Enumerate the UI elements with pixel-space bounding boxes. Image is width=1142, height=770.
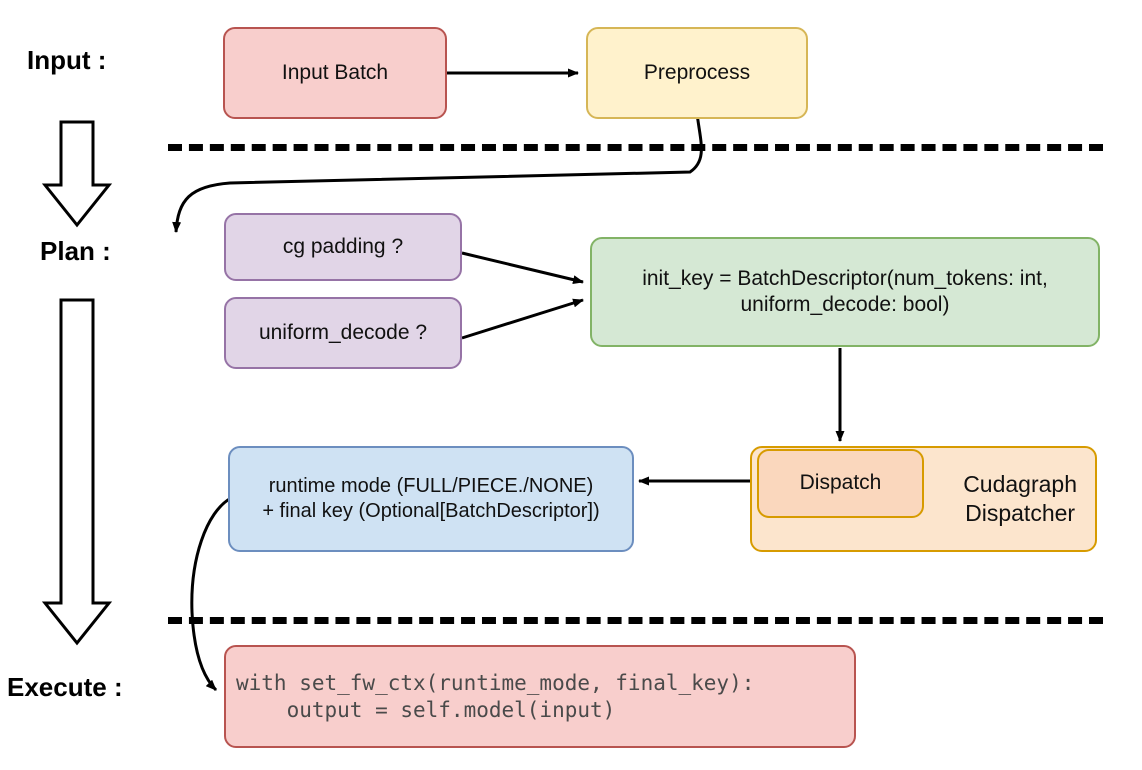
node-runtime-mode[interactable]: runtime mode (FULL/PIECE./NONE) + final …: [228, 446, 634, 552]
node-preprocess[interactable]: Preprocess: [586, 27, 808, 119]
stage-label-input: Input :: [27, 45, 107, 75]
divider-input-plan: [168, 144, 1103, 151]
stage-arrow-plan-to-execute: [41, 298, 113, 646]
node-preprocess-label: Preprocess: [643, 60, 751, 84]
node-cg-padding[interactable]: cg padding ?: [224, 213, 462, 281]
node-cg-padding-label: cg padding ?: [282, 234, 404, 258]
edge-uniform-decode-to-init-key: [461, 298, 584, 340]
node-cudagraph-dispatcher-label: Cudagraph Dispatcher: [963, 471, 1077, 526]
node-uniform-decode[interactable]: uniform_decode ?: [224, 297, 462, 369]
stage-label-plan: Plan :: [40, 236, 111, 266]
divider-plan-execute: [168, 617, 1103, 624]
stage-label-execute: Execute :: [7, 672, 123, 702]
node-init-key-label: init_key = BatchDescriptor(num_tokens: i…: [642, 266, 1048, 316]
edge-cg-padding-to-init-key: [461, 251, 584, 285]
node-uniform-decode-label: uniform_decode ?: [258, 320, 428, 344]
node-execute-code[interactable]: with set_fw_ctx(runtime_mode, final_key)…: [224, 645, 856, 748]
node-execute-code-label: with set_fw_ctx(runtime_mode, final_key)…: [236, 671, 755, 722]
node-input-batch-label: Input Batch: [281, 60, 389, 84]
node-init-key[interactable]: init_key = BatchDescriptor(num_tokens: i…: [590, 237, 1100, 347]
node-input-batch[interactable]: Input Batch: [223, 27, 447, 119]
node-runtime-mode-label: runtime mode (FULL/PIECE./NONE) + final …: [262, 475, 600, 522]
node-dispatch[interactable]: Dispatch: [757, 449, 924, 518]
node-dispatch-label: Dispatch: [799, 471, 882, 495]
stage-arrow-input-to-plan: [41, 120, 113, 228]
